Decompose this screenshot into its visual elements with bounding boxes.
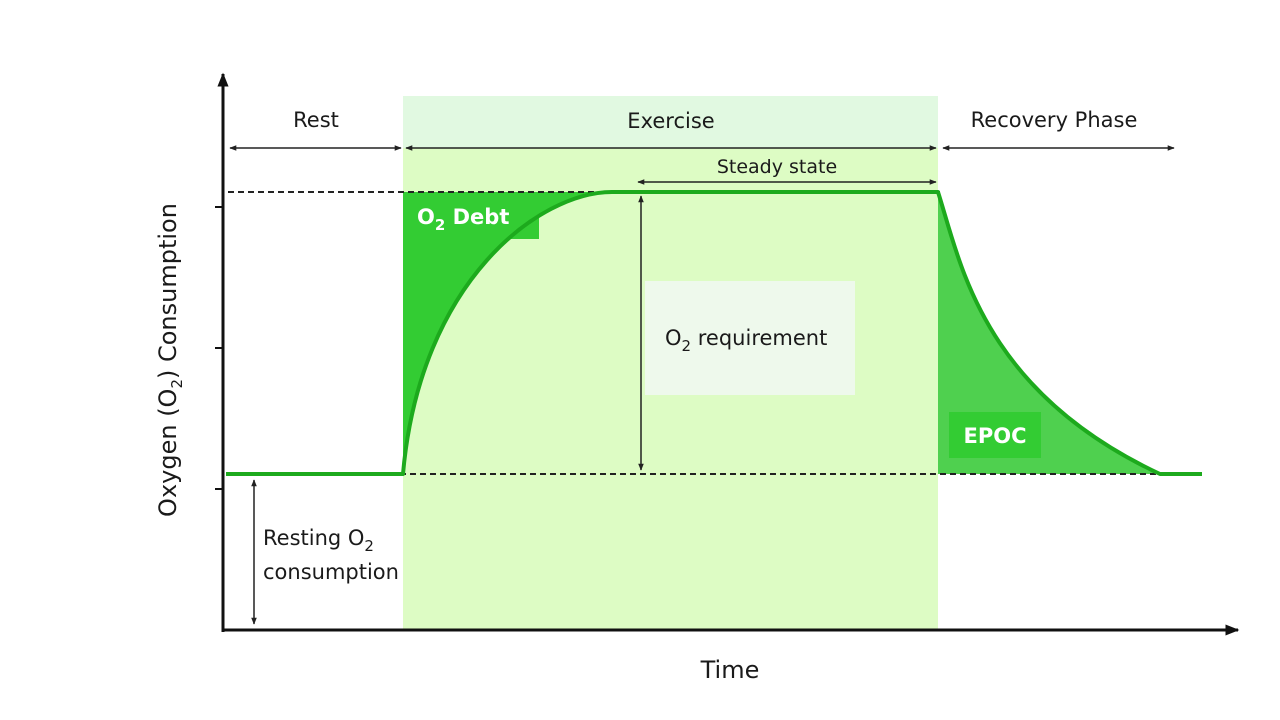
o2-debt-label-o: O bbox=[417, 205, 435, 229]
o2-requirement-label-sub: 2 bbox=[682, 337, 692, 355]
oxygen-curve bbox=[226, 190, 1202, 476]
o2-requirement-label: O2 requirement bbox=[665, 326, 827, 355]
o2-requirement-label-rest: requirement bbox=[691, 326, 827, 350]
resting-o2-label-sub: 2 bbox=[364, 537, 374, 555]
o2-debt-label-sub: 2 bbox=[435, 216, 445, 234]
y-axis-title-sub: 2 bbox=[168, 379, 186, 389]
resting-o2-label-text: Resting O bbox=[263, 526, 364, 550]
epoc-area bbox=[938, 192, 1160, 474]
y-axis-title: Oxygen (O2) Consumption bbox=[154, 203, 186, 517]
o2-requirement-box bbox=[645, 281, 855, 395]
o2-debt-label-rest: Debt bbox=[445, 205, 509, 229]
exercise-label: Exercise bbox=[627, 109, 714, 133]
resting-consumption-label: consumption bbox=[263, 560, 399, 584]
resting-o2-label: Resting O2 bbox=[263, 526, 374, 555]
y-axis-title-start: Oxygen (O bbox=[154, 389, 182, 517]
y-axis-title-end: ) Consumption bbox=[154, 203, 182, 379]
rest-label: Rest bbox=[293, 108, 339, 132]
o2-debt-area bbox=[403, 192, 612, 474]
steady-state-label: Steady state bbox=[717, 156, 837, 178]
o2-debt-label: O2 Debt bbox=[417, 205, 509, 234]
exercise-band-header bbox=[403, 96, 938, 148]
o2-requirement-label-o: O bbox=[665, 326, 682, 350]
recovery-phase-label: Recovery Phase bbox=[971, 108, 1138, 132]
x-axis-title: Time bbox=[700, 656, 760, 684]
epoc-label-box bbox=[949, 412, 1041, 458]
epoc-label: EPOC bbox=[964, 424, 1027, 448]
